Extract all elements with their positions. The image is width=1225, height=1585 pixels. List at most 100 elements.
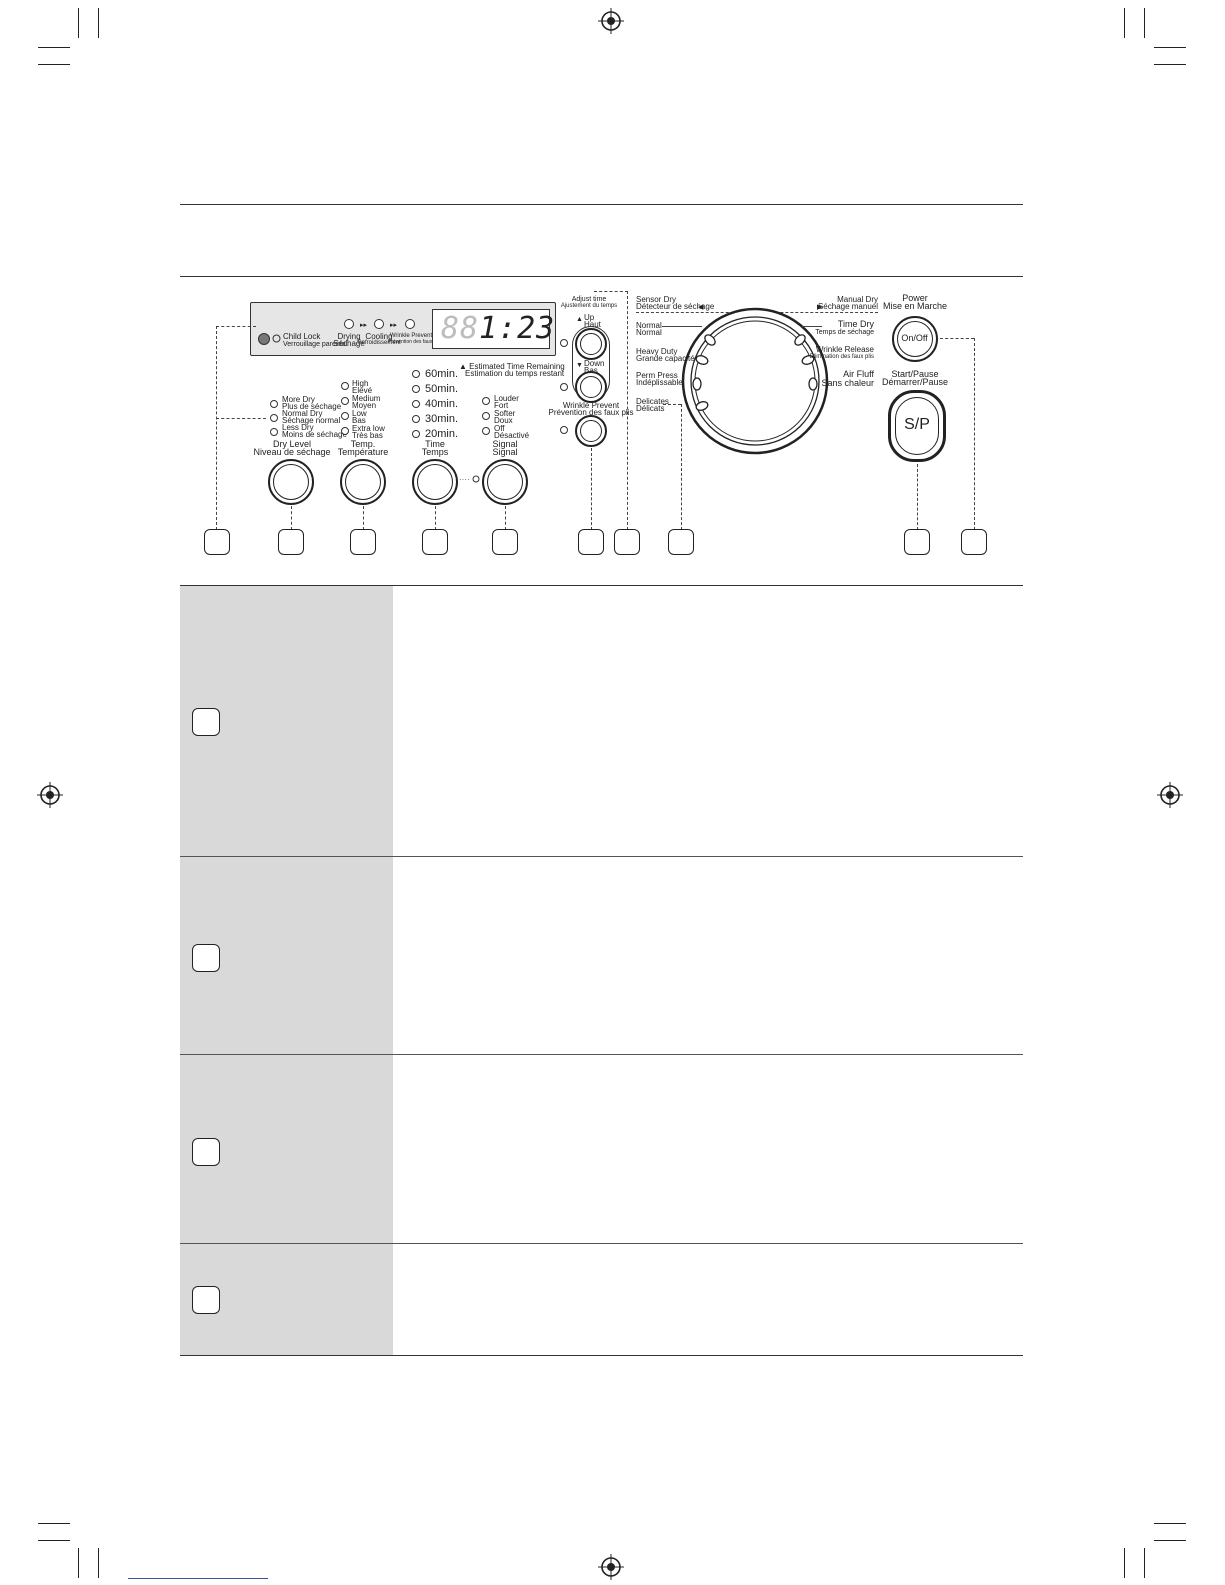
crop-mark [1154, 64, 1186, 65]
wrinkle-prevent-button[interactable] [575, 415, 607, 447]
temp-button[interactable] [340, 459, 386, 505]
cycle-delicates: Delicates [636, 397, 669, 406]
leader-line [663, 404, 681, 405]
time-button[interactable] [412, 459, 458, 505]
callout-box [422, 529, 448, 555]
start-pause-button[interactable]: S/P [888, 390, 946, 462]
child-lock-indicator [258, 333, 270, 345]
wrinkle-prevent-indicator [405, 319, 415, 329]
row-number-box [192, 708, 220, 736]
crop-mark [78, 1548, 79, 1578]
cycle-perm-press-fr: Indéplissable [636, 378, 683, 387]
cycle-selector-dial[interactable] [680, 306, 830, 456]
leader-line [917, 464, 918, 530]
crop-mark [98, 1548, 99, 1578]
table-rule [180, 1243, 1023, 1244]
cooling-label-fr: Refroidissement [357, 340, 401, 346]
crop-mark [38, 1523, 70, 1524]
wrinkle-prevent-label: Wrinkle Prevent [562, 401, 620, 410]
table-rule [180, 1355, 1023, 1356]
dry-level-label: Dry Level [272, 439, 311, 449]
temp-led-medium [341, 397, 349, 405]
time-label-fr: Temps [421, 447, 449, 457]
estimated-time-label: ▲ Estimated Time Remaining [459, 362, 565, 371]
dry-level-led-more [270, 400, 278, 408]
table-rule [180, 585, 1023, 586]
time-display: 88 1:23 [432, 309, 554, 349]
start-pause-button-label: S/P [904, 416, 930, 433]
sensor-dry-label: Sensor Dry [636, 295, 677, 304]
dry-level-option-normal-fr: Séchage normal [282, 416, 341, 425]
callout-box [350, 529, 376, 555]
arrow-icon: ▸▸ [390, 322, 398, 329]
up-arrow-icon: ▲ [576, 316, 583, 323]
header-rule [180, 276, 1023, 277]
dry-level-option-less-fr: Moins de séchage [282, 430, 347, 439]
registration-mark-icon [598, 1554, 624, 1580]
start-pause-label-fr: Démarrer/Pause [881, 377, 949, 387]
signal-button[interactable] [482, 459, 528, 505]
down-button[interactable] [575, 371, 607, 403]
callout-box [961, 529, 987, 555]
dry-level-label-fr: Niveau de séchage [253, 447, 331, 457]
registration-mark-icon [37, 782, 63, 808]
registration-mark-icon [598, 8, 624, 34]
cycle-normal-fr: Normal [636, 328, 662, 337]
cycle-perm-press: Perm Press [636, 371, 678, 380]
signal-option-louder: Louder [494, 394, 519, 403]
signal-option-softer-fr: Doux [494, 416, 513, 425]
temp-label: Temp. [350, 439, 376, 449]
crop-mark [1144, 1548, 1145, 1578]
estimated-time-text: Estimated Time Remaining [469, 362, 565, 371]
signal-option-off-fr: Désactivé [494, 431, 530, 440]
leader-line [363, 506, 364, 530]
crop-mark [1154, 1523, 1186, 1524]
signal-label-fr: Signal [492, 447, 518, 457]
manual-dry-label: Manual Dry [837, 295, 878, 304]
dry-level-option-more-fr: Plus de séchage [282, 402, 342, 411]
time-display-value: 1:23 [479, 311, 556, 346]
time-option-30: 30min. [425, 413, 459, 425]
cycle-heavy-duty-fr: Grande capacité [636, 354, 695, 363]
crop-mark [38, 64, 70, 65]
child-lock-label: Child Lock [283, 332, 321, 341]
signal-led-off [482, 427, 490, 435]
down-label-fr: Bas [584, 367, 598, 375]
cycle-time-dry-fr: Temps de séchage [815, 329, 874, 336]
table-rule [180, 1054, 1023, 1055]
dry-level-led-less [270, 428, 278, 436]
crop-mark [78, 8, 79, 38]
temp-option-low-fr: Bas [352, 416, 366, 425]
temp-option-extra-low: Extra low [352, 424, 385, 433]
wrinkle-prevent-status-label-fr: Prévention des faux plis [388, 339, 442, 345]
leader-line [591, 448, 592, 530]
dry-level-led-normal [270, 414, 278, 422]
signal-label: Signal [492, 439, 518, 449]
dry-level-option-normal: Normal Dry [282, 409, 323, 418]
cycle-delicates-fr: Délicats [636, 404, 665, 413]
up-label: Up [584, 313, 595, 322]
callout-box [668, 529, 694, 555]
wrinkle-prevent-label-fr: Prévention des faux plis [548, 408, 634, 417]
leader-line [435, 506, 436, 530]
callout-box [904, 529, 930, 555]
down-arrow-icon: ▼ [576, 362, 583, 369]
row-number-box [192, 944, 220, 972]
leader-line [216, 418, 266, 419]
arrow-icon: ▸▸ [360, 322, 368, 329]
time-led-20 [412, 430, 420, 438]
sensor-dry-label-fr: Détecteur de séchage [636, 302, 715, 311]
dots-separator: ···· [459, 475, 470, 484]
leader-line [802, 326, 822, 327]
temp-option-high-fr: Elevé [352, 386, 373, 395]
power-button[interactable]: On/Off [892, 316, 938, 362]
callout-box [614, 529, 640, 555]
start-pause-label: Start/Pause [891, 369, 939, 379]
time-led-50 [412, 385, 420, 393]
temp-label-fr: Température [337, 447, 389, 457]
down-label: Down [584, 359, 605, 368]
adjust-led [560, 383, 568, 391]
right-arrow-icon: ▶ [817, 304, 823, 311]
dry-level-button[interactable] [268, 459, 314, 505]
signal-led-louder [482, 397, 490, 405]
